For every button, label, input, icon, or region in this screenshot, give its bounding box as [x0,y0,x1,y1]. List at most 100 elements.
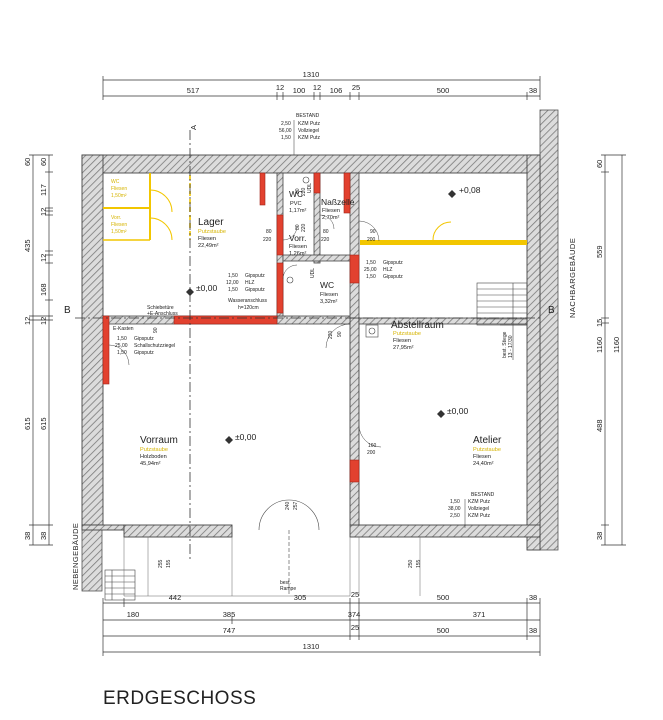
room-atelier: Atelier Putzstaube Fliesen 24,40m² [473,435,502,467]
dim-right-38: 38 [595,532,604,540]
room-wcy-name: WC [111,179,120,185]
room-wc2-area: 3,32m² [320,299,338,305]
wasser-label: Wasseranschluss [228,298,267,304]
dim-bot-385: 385 [223,610,236,619]
dim-right-559: 559 [595,245,604,258]
door8-h: 257 [293,501,299,510]
room-abst-area: 27,95m² [393,345,414,351]
wall-vorraum-buildup: 1,50 Gipsputz 25,00 Schallschutzziegel 1… [115,336,175,356]
room-abst-floor: Fliesen [393,338,411,344]
nachbar-wall [539,109,559,551]
wab-r3b: Gipsputz [383,274,403,280]
yellow-elements [103,173,527,245]
dim-bot-442: 442 [169,593,182,602]
door7-h: 200 [367,450,376,456]
room-atelier-floor: Fliesen [473,454,491,460]
bb-r3b: KZM Putz [468,513,490,519]
stair-label-2: 13 - 17/30 [508,335,514,358]
wwc-r1a: 1,50 [228,273,238,279]
door10-w: 250 [408,559,414,568]
wwc-r3b: Gipsputz [245,287,265,293]
dim-left-615a: 615 [23,417,32,430]
room-wc1: WC PVC 1,17m² [289,189,307,214]
dim-left-117: 117 [39,184,48,196]
dim-top-4: 12 [313,83,321,92]
door4-w: 80 [295,224,301,230]
door3-h: 220 [301,187,307,196]
room-wc1-name: WC [289,189,303,199]
bestand-top-r1a: 2,50 [281,121,291,127]
room-nasszelle-floor: Fliesen [322,208,340,214]
bestand-top-r2b: Vollziegel [298,128,319,134]
wwc-r2a: 12,00 [226,280,239,286]
dim-top-7: 500 [437,86,450,95]
bb-title: BESTAND [471,492,495,498]
red-walls [102,172,360,483]
section-a-top: A [189,125,198,130]
door6-w: 90 [337,331,343,337]
bestand-bottom: BESTAND 1,50 KZM Putz 38,00 Vollziegel 2… [448,492,495,528]
room-wc2-name: WC [320,280,334,290]
top-dimensions [102,76,541,100]
door4-h: 220 [301,223,307,232]
wvr-r1b: Gipsputz [134,336,154,342]
wvr-r2b: Schallschutzziegel [134,343,175,349]
stair-label-1: best. Stiege [502,331,508,358]
wab-r2b: HLZ [383,267,392,273]
room-wc1-area: 1,17m² [289,208,307,214]
dim-left-12d: 12 [23,317,32,325]
neben-wall [81,524,103,592]
door3-w: 80 [295,188,301,194]
bb-r1b: KZM Putz [468,499,490,505]
section-b-right: B [548,305,555,316]
dim-right-15: 15 [595,319,604,327]
dim-left-12c: 12 [39,254,48,262]
room-nasszelle-name: Naßzelle [321,197,355,207]
dim-left-615b: 615 [39,417,48,430]
door7-w: 160 [368,443,377,449]
wvr-r3b: Gipsputz [134,350,154,356]
level-markers [186,190,456,444]
stair [476,282,528,360]
section-lines [75,130,540,560]
room-atelier-name: Atelier [473,435,502,446]
udl-label-2: UDL [310,268,316,278]
e-kasten-label: E-Kasten [113,326,134,332]
room-lager-area: 22,49m² [198,243,219,249]
room-abst-sub: Putzstaube [393,331,421,337]
level-lager: ±0,00 [196,283,217,293]
dim-bot-180: 180 [127,610,140,619]
room-vorry-area: 1,50m² [111,229,127,235]
dim-right-1160a: 1160 [595,337,604,353]
dim-top-6: 25 [352,83,360,92]
room-wc1-floor: PVC [290,201,302,207]
dim-bot-747: 747 [223,626,236,635]
room-vorr-area: 1,26m² [289,251,307,257]
wab-r1b: Gipsputz [383,260,403,266]
section-b-left: B [64,305,71,316]
e-anschluss-label: +E-Anschluss [147,311,178,317]
door5-w: 90 [370,229,376,235]
floor-title: ERDGESCHOSS [103,688,257,709]
wvr-r2a: 25,00 [115,343,128,349]
dim-top-total: 1310 [303,70,320,79]
door11-w: 90 [153,327,159,333]
dim-left-38a: 38 [23,532,32,540]
door1-h: 220 [263,237,272,243]
room-vorraum-floor: Holzboden [140,454,167,460]
bb-r1a: 1,50 [450,499,460,505]
wvr-r1a: 1,50 [117,336,127,342]
door6-h: 220 [328,330,334,339]
room-vorraum: Vorraum Putzstaube Holzboden 45,94m² [140,435,178,467]
wall-wc-buildup: 1,50 Gipsputz 12,00 HLZ 1,50 Gipsputz [226,273,265,293]
dim-bot-25a: 25 [351,590,359,599]
door5-h: 200 [367,237,376,243]
dim-right-1160b: 1160 [612,337,621,353]
bestand-top-r3a: 1,50 [281,135,291,141]
room-wcy-area: 1,50m² [111,193,127,199]
dim-left-435: 435 [23,239,32,252]
room-lager: Lager Putzstaube Fliesen 22,49m² [198,217,226,249]
level-vorraum: ±0,00 [235,432,256,442]
door9-h: 155 [166,559,172,568]
